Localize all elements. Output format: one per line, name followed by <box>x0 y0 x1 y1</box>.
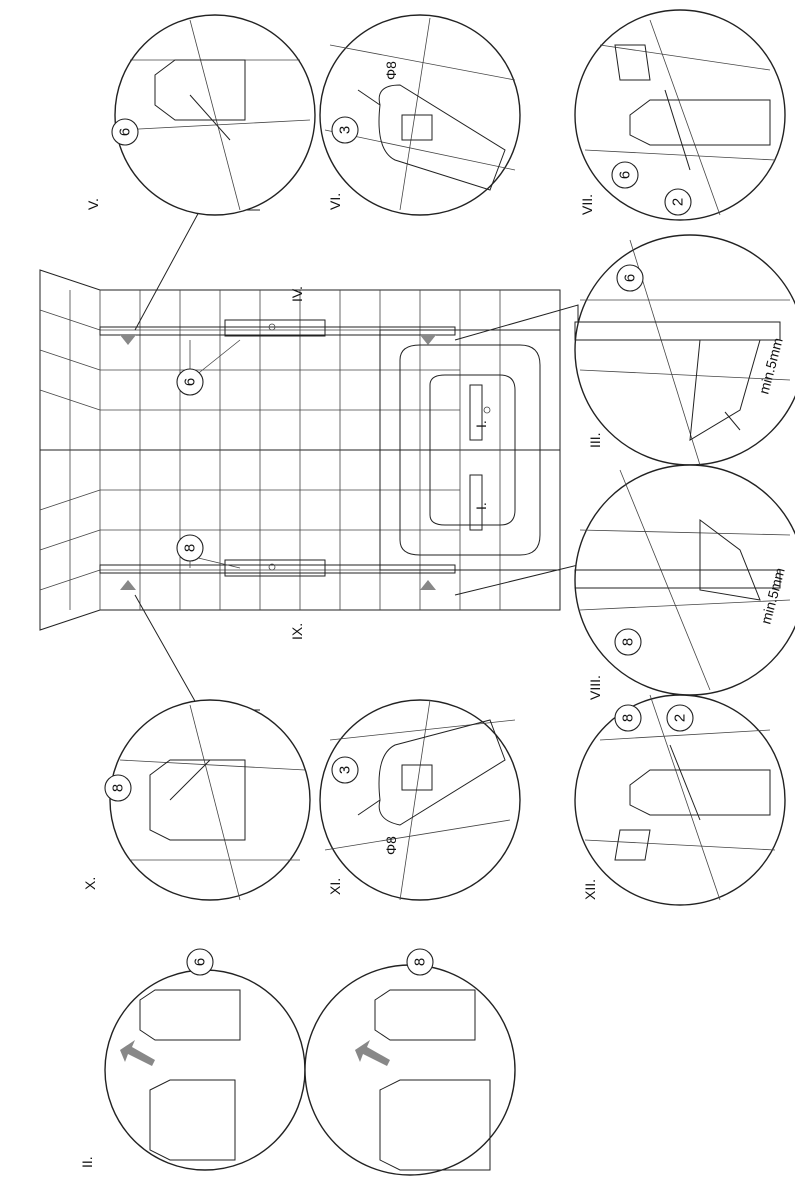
drill-size-vi: Φ8 <box>383 61 399 80</box>
insert-arrow-icon <box>120 1040 155 1066</box>
mark-triangle <box>120 580 136 590</box>
callout-x: 8 X. <box>82 594 311 901</box>
step-label-iv: IV. <box>289 286 305 302</box>
part-number-8-xii: 8 <box>620 714 637 722</box>
mark-triangle <box>420 335 436 345</box>
callout-ii: 6 8 II. <box>79 948 516 1176</box>
part-number-6-center: 6 <box>182 378 199 386</box>
callout-vii: 6 2 VII. <box>574 9 786 221</box>
part-number-2-xii: 2 <box>672 714 689 722</box>
step-label-iii: III. <box>587 432 603 448</box>
step-label-x: X. <box>82 877 98 890</box>
part-number-6-iii: 6 <box>622 274 639 282</box>
part-number-8-center: 8 <box>182 544 199 552</box>
part-number-6-v: 6 <box>117 128 134 136</box>
callout-v: 6 V. <box>85 14 316 331</box>
part-number-6-ii: 6 <box>192 958 209 966</box>
drill-size-xi: Φ8 <box>383 836 399 855</box>
callout-xii: 8 2 XII. <box>574 694 786 906</box>
part-number-3-vi: 3 <box>337 126 354 134</box>
step-label-vii: VII. <box>579 194 595 215</box>
step-label-i-a: I. <box>473 420 489 428</box>
step-label-vi: VI. <box>327 193 343 210</box>
step-label-v: V. <box>85 198 101 210</box>
step-label-ii: II. <box>79 1156 95 1168</box>
step-label-xi: XI. <box>327 878 343 895</box>
step-label-viii: VIII. <box>587 675 603 700</box>
part-number-6-vii: 6 <box>617 171 634 179</box>
central-assembly: 6 8 IV. IX. I. I. <box>39 269 561 640</box>
step-label-xii: XII. <box>582 879 598 900</box>
callout-viii: 8 min.5mm VIII. <box>454 464 795 700</box>
part-number-8-ii: 8 <box>412 958 429 966</box>
insert-arrow-icon <box>355 1040 390 1066</box>
step-label-i-b: I. <box>473 502 489 510</box>
mark-triangle <box>120 335 136 345</box>
part-number-3-xi: 3 <box>337 766 354 774</box>
callout-xi: 3 Φ8 XI. <box>319 699 521 901</box>
callout-iii: 6 min.5mm III. <box>454 234 795 466</box>
part-number-2-vii: 2 <box>670 198 687 206</box>
mark-triangle <box>420 580 436 590</box>
step-label-ix: IX. <box>289 623 305 640</box>
callout-vi: 3 Φ8 VI. <box>319 14 521 216</box>
part-number-8-viii: 8 <box>620 638 637 646</box>
part-number-8-x: 8 <box>110 784 127 792</box>
